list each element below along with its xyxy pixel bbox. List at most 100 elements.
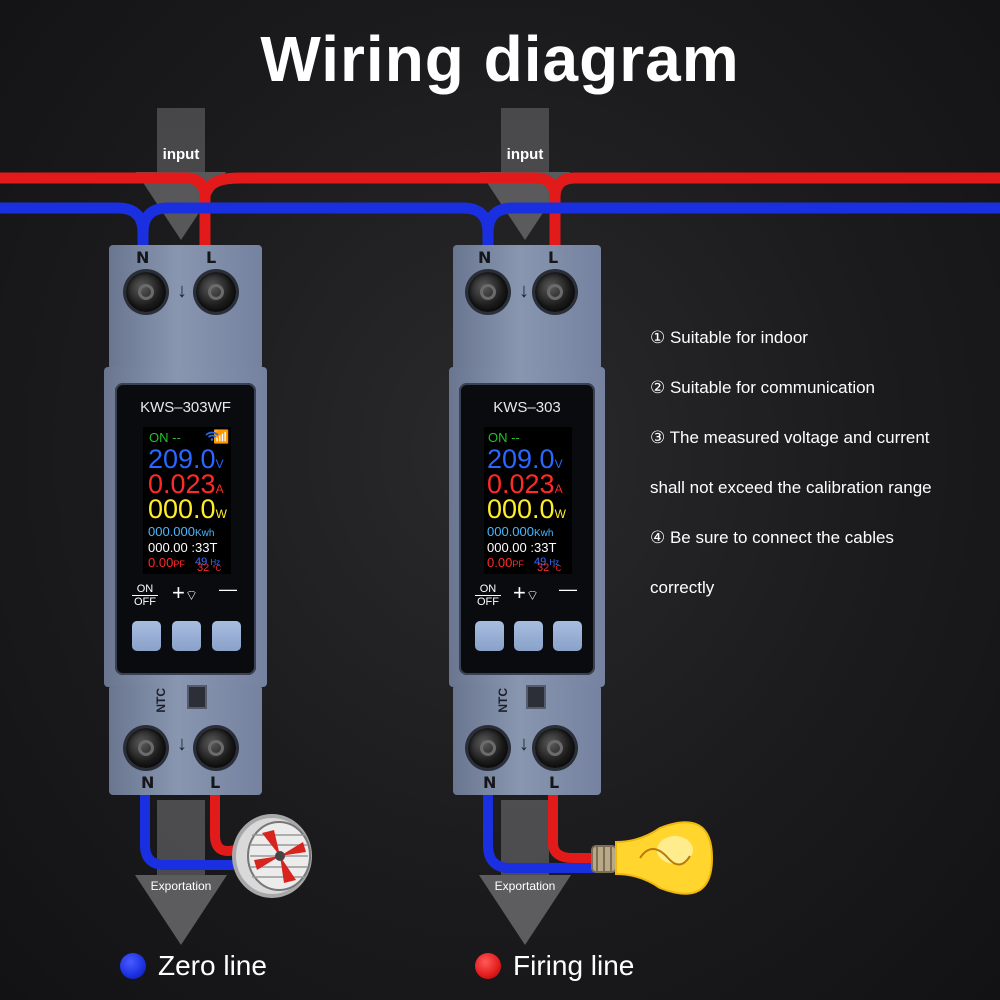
temp-number: 32 xyxy=(537,562,550,574)
time-value: 000.00 :33T xyxy=(148,540,218,555)
wifi-signal-icon: ⌔ xyxy=(525,587,540,603)
plus-wifi-label: +⌔ xyxy=(172,580,198,606)
terminal-n-top: N xyxy=(136,248,150,267)
terminal-screw-l-top[interactable] xyxy=(535,272,575,312)
export-label-left: Exportation xyxy=(151,879,212,893)
status-indicator: ON -- xyxy=(149,430,181,445)
off-label: OFF xyxy=(477,596,499,608)
terminal-n-bottom: N xyxy=(483,773,497,792)
energy-number: 000.000 xyxy=(148,524,195,539)
power-button[interactable] xyxy=(132,621,161,651)
note-3-cont: shall not exceed the calibration range xyxy=(650,478,932,497)
power-value: 000.0W xyxy=(487,494,566,525)
meter-body-top xyxy=(109,245,262,370)
lcd-screen: ON -- 209.0V 0.023A 000.0W 000.000Kwh 00… xyxy=(484,427,572,574)
energy-value: 000.000Kwh xyxy=(487,524,553,539)
wifi-icon xyxy=(205,431,219,441)
off-label: OFF xyxy=(134,596,156,608)
energy-unit: Kwh xyxy=(534,528,554,539)
terminal-screw-l-bottom[interactable] xyxy=(196,728,236,768)
display-panel: KWS–303WF ON -- 📶 209.0V 0.023A 000.0W 0… xyxy=(115,383,256,675)
terminal-l-bottom: L xyxy=(549,773,560,792)
minus-label: — xyxy=(219,579,237,599)
power-unit: W xyxy=(215,507,227,521)
on-label: ON xyxy=(132,583,158,596)
plus-button[interactable] xyxy=(172,621,201,651)
wifi-icon: 📶 xyxy=(213,429,230,444)
voltage-number: 209.0 xyxy=(487,444,555,474)
time-value: 000.00 :33T xyxy=(487,540,557,555)
firing-line-output-right xyxy=(548,795,596,863)
power-value: 000.0W xyxy=(148,494,227,525)
pf-value: 0.00PF xyxy=(487,555,524,570)
minus-button[interactable] xyxy=(553,621,582,651)
ntc-label: NTC xyxy=(154,688,168,713)
terminal-n-bottom: N xyxy=(141,773,155,792)
on-label: ON xyxy=(475,583,501,596)
ntc-port[interactable] xyxy=(526,685,546,709)
power-number: 000.0 xyxy=(487,494,555,524)
pf-number: 0.00 xyxy=(487,555,513,570)
down-arrow-icon: ↓ xyxy=(519,280,529,302)
current-value: 0.023A xyxy=(487,469,563,500)
firing-line-input xyxy=(0,172,1000,245)
notes-list: ① Suitable for indoor ② Suitable for com… xyxy=(650,326,932,626)
note-3: ③ The measured voltage and current xyxy=(650,428,930,447)
freq-unit: Hz xyxy=(549,558,560,567)
voltage-unit: V xyxy=(215,457,224,471)
terminal-screw-n-bottom[interactable] xyxy=(126,728,166,768)
note-4: ④ Be sure to connect the cables xyxy=(650,528,894,547)
pf-unit: PF xyxy=(173,559,185,569)
freq-number: 49 xyxy=(534,556,547,568)
freq-number: 49 xyxy=(195,556,208,568)
power-button[interactable] xyxy=(475,621,504,651)
export-label-right: Exportation xyxy=(495,879,556,893)
terminal-screw-n-top[interactable] xyxy=(126,272,166,312)
model-name: KWS–303WF xyxy=(140,399,231,416)
voltage-value: 209.0V xyxy=(148,444,224,475)
terminal-screw-n-bottom[interactable] xyxy=(468,728,508,768)
note-4-cont: correctly xyxy=(650,578,715,597)
pf-unit: PF xyxy=(512,559,524,569)
zero-line-output-left xyxy=(140,795,258,870)
voltage-value: 209.0V xyxy=(487,444,563,475)
terminal-l-bottom: L xyxy=(210,773,221,792)
current-unit: A xyxy=(215,482,224,496)
plus-button[interactable] xyxy=(514,621,543,651)
temp-unit: °C xyxy=(552,564,562,573)
pf-number: 0.00 xyxy=(148,555,174,570)
plus-label: + xyxy=(513,580,526,605)
terminal-n-top: N xyxy=(478,248,492,267)
terminal-screw-l-bottom[interactable] xyxy=(535,728,575,768)
ntc-port[interactable] xyxy=(187,685,207,709)
ntc-label: NTC xyxy=(496,688,510,713)
zero-line-output-right xyxy=(483,795,596,873)
input-label-left: input xyxy=(163,146,200,163)
meter-device-right: N L ↓ KWS–303 ON -- 209.0V 0.023A 000.0W… xyxy=(449,245,605,795)
energy-number: 000.000 xyxy=(487,524,534,539)
current-number: 0.023 xyxy=(148,469,216,499)
pf-value: 0.00PF xyxy=(148,555,185,570)
display-panel: KWS–303 ON -- 209.0V 0.023A 000.0W 000.0… xyxy=(459,383,595,675)
current-value: 0.023A xyxy=(148,469,224,500)
fan-icon xyxy=(232,814,312,898)
energy-value: 000.000Kwh xyxy=(148,524,214,539)
plus-wifi-label: +⌔ xyxy=(513,580,539,606)
legend-firing-line: Firing line xyxy=(475,950,634,982)
legend-zero-line: Zero line xyxy=(120,950,267,982)
red-dot-icon xyxy=(475,953,501,979)
note-2: ② Suitable for communication xyxy=(650,378,876,397)
minus-button[interactable] xyxy=(212,621,241,651)
plus-label: + xyxy=(172,580,185,605)
terminal-screw-n-top[interactable] xyxy=(468,272,508,312)
page-title: Wiring diagram xyxy=(260,23,740,95)
down-arrow-icon: ↓ xyxy=(177,280,187,302)
light-bulb-icon xyxy=(591,821,714,895)
terminal-screw-l-top[interactable] xyxy=(196,272,236,312)
wifi-icon-left xyxy=(205,428,219,441)
legend-zero-label: Zero line xyxy=(158,950,267,981)
temp-value-left: 32 °C xyxy=(197,562,221,574)
temp-unit: °C xyxy=(212,564,222,573)
